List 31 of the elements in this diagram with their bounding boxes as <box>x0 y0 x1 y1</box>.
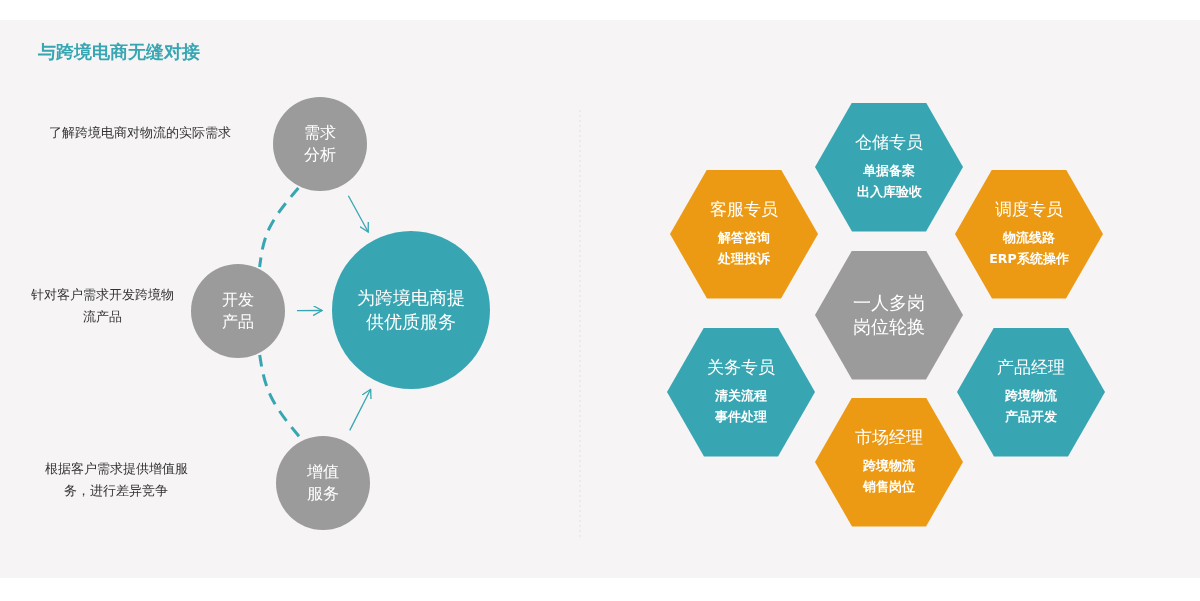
node-title: 客服专员 <box>710 198 778 222</box>
note-text: 根据客户需求提供增值服务，进行差异竞争 <box>43 460 189 501</box>
title: 与跨境电商无缝对接 <box>38 40 200 64</box>
node-text: ERP系统操作 <box>989 250 1069 269</box>
node-text: 单据备案 <box>863 162 915 181</box>
node-title: 市场经理 <box>855 426 923 450</box>
node-caption: 针对客户需求开发跨境物流产品 <box>30 286 175 327</box>
node-title: 为跨境电商提供优质服务 <box>356 285 466 334</box>
node-title: 需求分析 <box>303 122 337 166</box>
node-caption: 了解跨境电商对物流的实际需求 <box>48 124 232 142</box>
node-text: 出入库验收 <box>856 183 922 202</box>
node-title: 产品经理 <box>997 356 1065 380</box>
node-text: 跨境物流 <box>1005 387 1057 406</box>
arrow <box>296 304 323 317</box>
dashed-connector <box>258 187 300 268</box>
arrow <box>347 195 369 233</box>
node-title: 关务专员 <box>707 356 775 380</box>
node-title: 调度专员 <box>995 198 1063 222</box>
node-text: 产品开发 <box>1005 408 1057 427</box>
node-text: 清关流程 <box>715 387 767 406</box>
node-title: 增值服务 <box>306 461 340 505</box>
node-text: 跨境物流 <box>863 457 915 476</box>
node-text: 处理投诉 <box>718 250 770 269</box>
node-title: 开发产品 <box>221 289 255 333</box>
arrow <box>349 388 372 432</box>
node-text: 事件处理 <box>715 408 767 427</box>
node-title: 仓储专员 <box>855 131 923 155</box>
node-text: 解答咨询 <box>718 229 770 248</box>
node-title: 一人多岗岗位轮换 <box>852 290 926 339</box>
node-text: 销售岗位 <box>863 478 915 497</box>
node-text: 物流线路 <box>1003 229 1055 248</box>
